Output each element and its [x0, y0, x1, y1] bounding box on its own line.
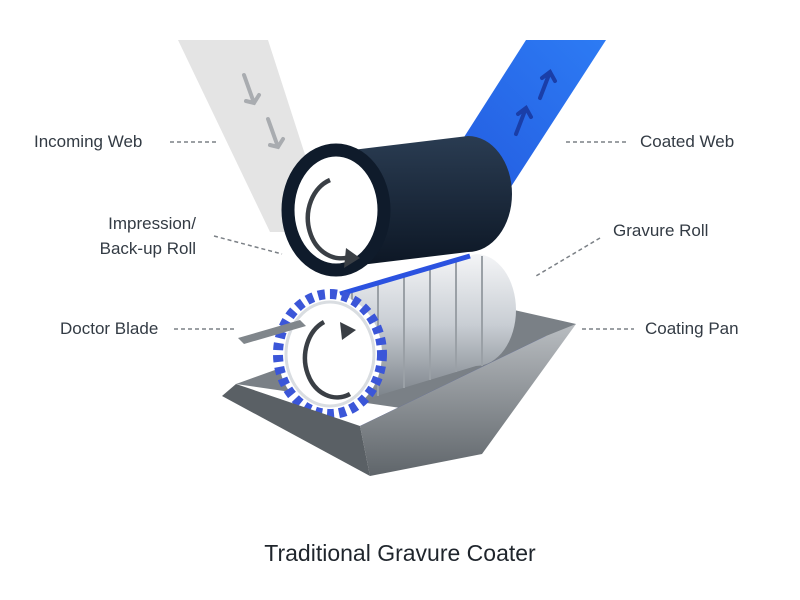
leader-lines: [170, 141, 634, 330]
diagram-caption: Traditional Gravure Coater: [264, 540, 536, 566]
label-impression-roll-line1: Impression/: [108, 214, 196, 233]
impression-roll: [281, 136, 512, 277]
label-coating-pan: Coating Pan: [645, 319, 739, 338]
label-gravure-roll: Gravure Roll: [613, 221, 709, 240]
label-incoming-web: Incoming Web: [34, 132, 143, 151]
coating-pan-front: [222, 324, 576, 476]
label-impression-roll-line2: Back-up Roll: [99, 239, 196, 258]
incoming-web-arrows: [242, 73, 285, 150]
label-doctor-blade: Doctor Blade: [60, 319, 159, 338]
doctor-blade: [238, 320, 306, 344]
label-coated-web: Coated Web: [640, 132, 735, 151]
